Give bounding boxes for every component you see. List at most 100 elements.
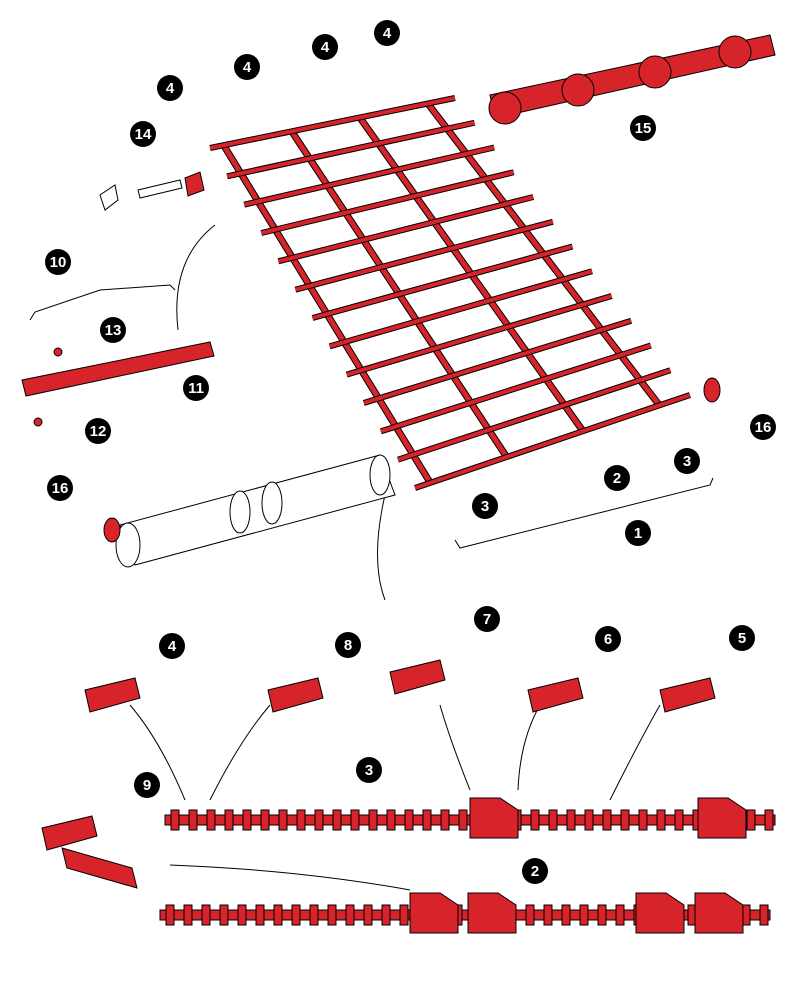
chain-roller xyxy=(260,809,270,831)
callout-6: 6 xyxy=(595,626,621,652)
callout-9: 9 xyxy=(134,772,160,798)
chain-link xyxy=(84,677,141,713)
chain-roller xyxy=(399,904,409,926)
callout-2: 2 xyxy=(522,858,548,884)
chain-link xyxy=(527,677,584,713)
slat-fill xyxy=(380,343,652,434)
leader-line xyxy=(609,704,661,801)
chain-roller xyxy=(242,809,252,831)
callout-12: 12 xyxy=(85,418,111,444)
chain-roller xyxy=(219,904,229,926)
chain-roller xyxy=(561,904,571,926)
chain-roller xyxy=(363,904,373,926)
chain-roller xyxy=(381,904,391,926)
chain-roller xyxy=(422,809,432,831)
leader-line xyxy=(517,704,541,791)
chain-links xyxy=(41,659,716,889)
callout-4: 4 xyxy=(157,75,183,101)
leader-line xyxy=(377,494,386,601)
slat-fill xyxy=(226,120,476,179)
chain-conveyor xyxy=(209,95,691,491)
chain-roller xyxy=(296,809,306,831)
callout-4: 4 xyxy=(374,20,400,46)
callout-8: 8 xyxy=(335,632,361,658)
callout-4: 4 xyxy=(159,633,185,659)
slat-fill xyxy=(363,318,632,405)
chain-roller xyxy=(332,809,342,831)
drive-roller xyxy=(115,454,396,568)
slat-fill xyxy=(294,219,554,292)
chain-roller xyxy=(183,904,193,926)
chain-strands xyxy=(159,797,776,934)
slat-fill xyxy=(243,145,495,207)
attachment-plate xyxy=(635,892,685,934)
chain-link xyxy=(41,815,98,851)
chain-roller xyxy=(566,809,576,831)
callout-3: 3 xyxy=(472,493,498,519)
chain-roller xyxy=(543,904,553,926)
leader-line xyxy=(209,704,271,801)
leader-line xyxy=(176,224,216,331)
leader-line xyxy=(29,284,176,321)
leader-line xyxy=(129,704,186,801)
chain-roller xyxy=(386,809,396,831)
attachment-plate xyxy=(467,892,517,934)
leader-line xyxy=(169,864,411,891)
callout-7: 7 xyxy=(474,606,500,632)
chain-roller xyxy=(165,904,175,926)
chain-roller xyxy=(327,904,337,926)
callout-16: 16 xyxy=(47,475,73,501)
chain-link xyxy=(389,659,446,695)
chain-roller xyxy=(224,809,234,831)
chain-roller xyxy=(638,809,648,831)
chain-roller xyxy=(309,904,319,926)
callout-14: 14 xyxy=(130,121,156,147)
chain-roller xyxy=(278,809,288,831)
chain-roller xyxy=(440,809,450,831)
chain-roller xyxy=(291,904,301,926)
chain-roller xyxy=(255,904,265,926)
slat-fill xyxy=(346,294,613,377)
chain-roller xyxy=(458,809,468,831)
callout-11: 11 xyxy=(183,375,209,401)
callout-1: 1 xyxy=(625,520,651,546)
callout-10: 10 xyxy=(45,249,71,275)
small-parts xyxy=(21,171,721,543)
chain-roller xyxy=(237,904,247,926)
callout-3: 3 xyxy=(674,448,700,474)
chain-roller xyxy=(602,809,612,831)
chain-roller xyxy=(345,904,355,926)
slat-fill xyxy=(277,195,534,264)
chain-roller xyxy=(170,809,180,831)
chain-roller xyxy=(188,809,198,831)
slat-fill xyxy=(329,269,593,349)
callout-15: 15 xyxy=(630,115,656,141)
chain-roller xyxy=(525,904,535,926)
chain-roller xyxy=(206,809,216,831)
slat-fill xyxy=(209,96,456,150)
callout-5: 5 xyxy=(729,625,755,651)
slat-fill xyxy=(414,393,691,490)
leader-line xyxy=(454,477,714,549)
chain-roller xyxy=(746,809,756,831)
chain-roller xyxy=(579,904,589,926)
chain-link xyxy=(659,677,716,713)
sprocket-shaft xyxy=(488,34,776,125)
attachment-plate xyxy=(469,797,519,839)
chain-roller xyxy=(764,809,774,831)
chain-roller xyxy=(656,809,666,831)
chain-roller xyxy=(530,809,540,831)
chain-roller xyxy=(615,904,625,926)
slat-fill xyxy=(260,170,515,235)
callout-3: 3 xyxy=(356,757,382,783)
chain-roller xyxy=(620,809,630,831)
chain-roller xyxy=(584,809,594,831)
chain-roller xyxy=(350,809,360,831)
chain-roller xyxy=(201,904,211,926)
chain-link xyxy=(267,677,324,713)
chain-roller xyxy=(759,904,769,926)
chain-roller xyxy=(597,904,607,926)
chain-roller xyxy=(273,904,283,926)
leader-line xyxy=(439,704,471,791)
